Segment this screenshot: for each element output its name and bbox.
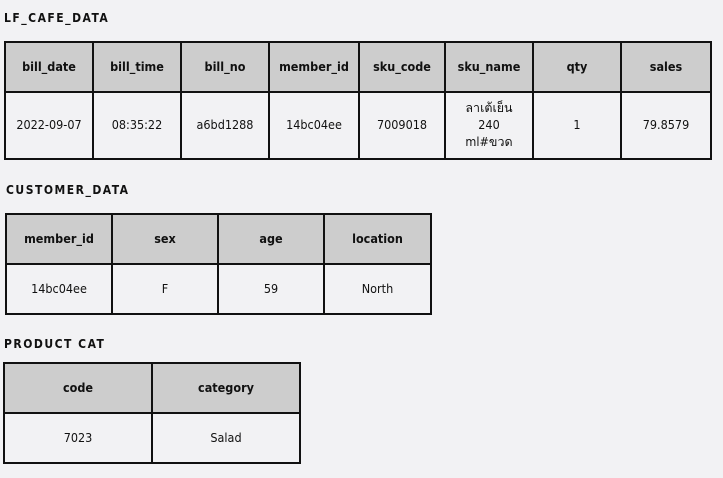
customer-title: CUSTOMER_DATA (6, 183, 130, 197)
header-category: category (151, 362, 301, 414)
cell-sales: 79.8579 (620, 91, 712, 160)
lf-cafe-table: bill_date bill_time bill_no member_id sk… (4, 41, 712, 160)
sku-name-text: ลาเต้เย็น 240 ml#ขวด (465, 100, 513, 149)
cell-member-id: 14bc04ee (268, 91, 360, 160)
cell-member-id: 14bc04ee (5, 263, 113, 315)
cell-sex: F (111, 263, 219, 315)
header-sales: sales (620, 41, 712, 93)
table-row: 2022-09-07 08:35:22 a6bd1288 14bc04ee 70… (4, 91, 712, 160)
header-sku-code: sku_code (358, 41, 446, 93)
cell-code: 7023 (3, 412, 153, 464)
header-location: location (323, 213, 432, 265)
header-bill-date: bill_date (4, 41, 94, 93)
header-qty: qty (532, 41, 622, 93)
cell-location: North (323, 263, 432, 315)
cell-sku-name: ลาเต้เย็น 240 ml#ขวด (444, 91, 534, 160)
header-code: code (3, 362, 153, 414)
header-bill-time: bill_time (92, 41, 182, 93)
header-member-id: member_id (268, 41, 360, 93)
header-sku-name: sku_name (444, 41, 534, 93)
customer-header-row: member_id sex age location (5, 213, 432, 265)
product-table: code category 7023 Salad (3, 362, 301, 464)
customer-table: member_id sex age location 14bc04ee F 59… (5, 213, 432, 315)
table-row: 14bc04ee F 59 North (5, 263, 432, 315)
cell-sku-code: 7009018 (358, 91, 446, 160)
product-header-row: code category (3, 362, 301, 414)
lf-cafe-title: LF_CAFE_DATA (4, 11, 110, 25)
header-member-id: member_id (5, 213, 113, 265)
cell-age: 59 (217, 263, 325, 315)
header-age: age (217, 213, 325, 265)
lf-cafe-header-row: bill_date bill_time bill_no member_id sk… (4, 41, 712, 93)
table-row: 7023 Salad (3, 412, 301, 464)
header-sex: sex (111, 213, 219, 265)
cell-bill-date: 2022-09-07 (4, 91, 94, 160)
cell-qty: 1 (532, 91, 622, 160)
cell-bill-no: a6bd1288 (180, 91, 270, 160)
header-bill-no: bill_no (180, 41, 270, 93)
cell-category: Salad (151, 412, 301, 464)
cell-bill-time: 08:35:22 (92, 91, 182, 160)
product-title: PRODUCT CAT (4, 337, 106, 351)
